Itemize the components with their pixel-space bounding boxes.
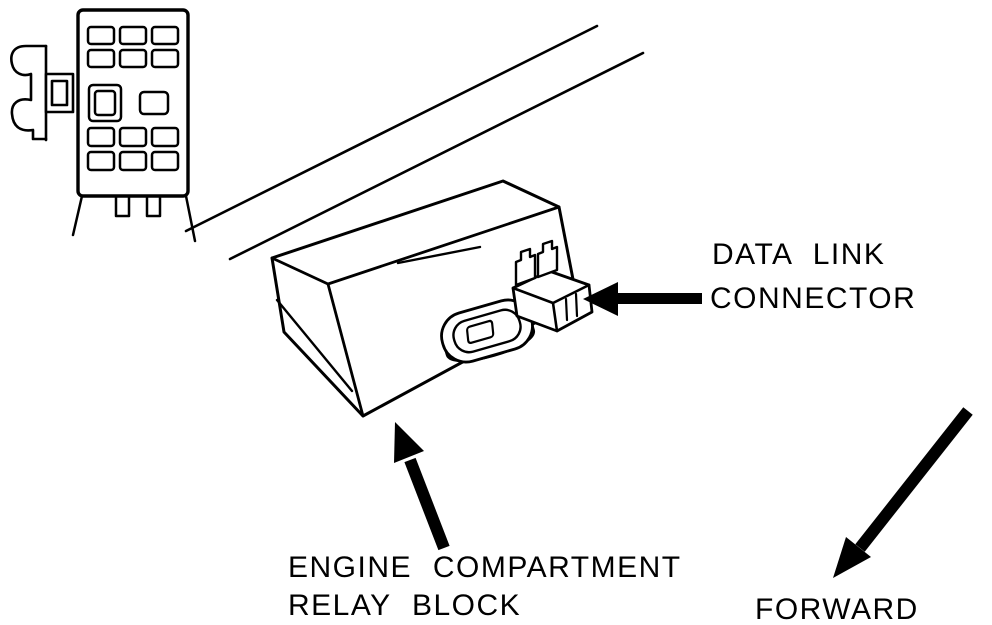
data-link-connector-label-line1: DATA LINK [712,238,886,271]
data-link-connector-label-line2: CONNECTOR [710,282,917,315]
data-link-arrow [583,282,702,316]
relay-block-label-line2: RELAY BLOCK [288,589,522,622]
harness-connector-drawing [71,8,197,243]
forward-label: FORWARD [755,593,919,625]
data-link-connector-drawing [440,239,594,364]
forward-arrow [833,407,973,578]
mounting-bracket-drawing [10,44,75,142]
relay-block-drawing [270,179,579,418]
panel-edge-lines [184,24,645,261]
relay-block-arrow [394,422,450,551]
harness-connector-legs [71,194,197,243]
relay-block-label-line1: ENGINE COMPARTMENT [288,551,682,584]
